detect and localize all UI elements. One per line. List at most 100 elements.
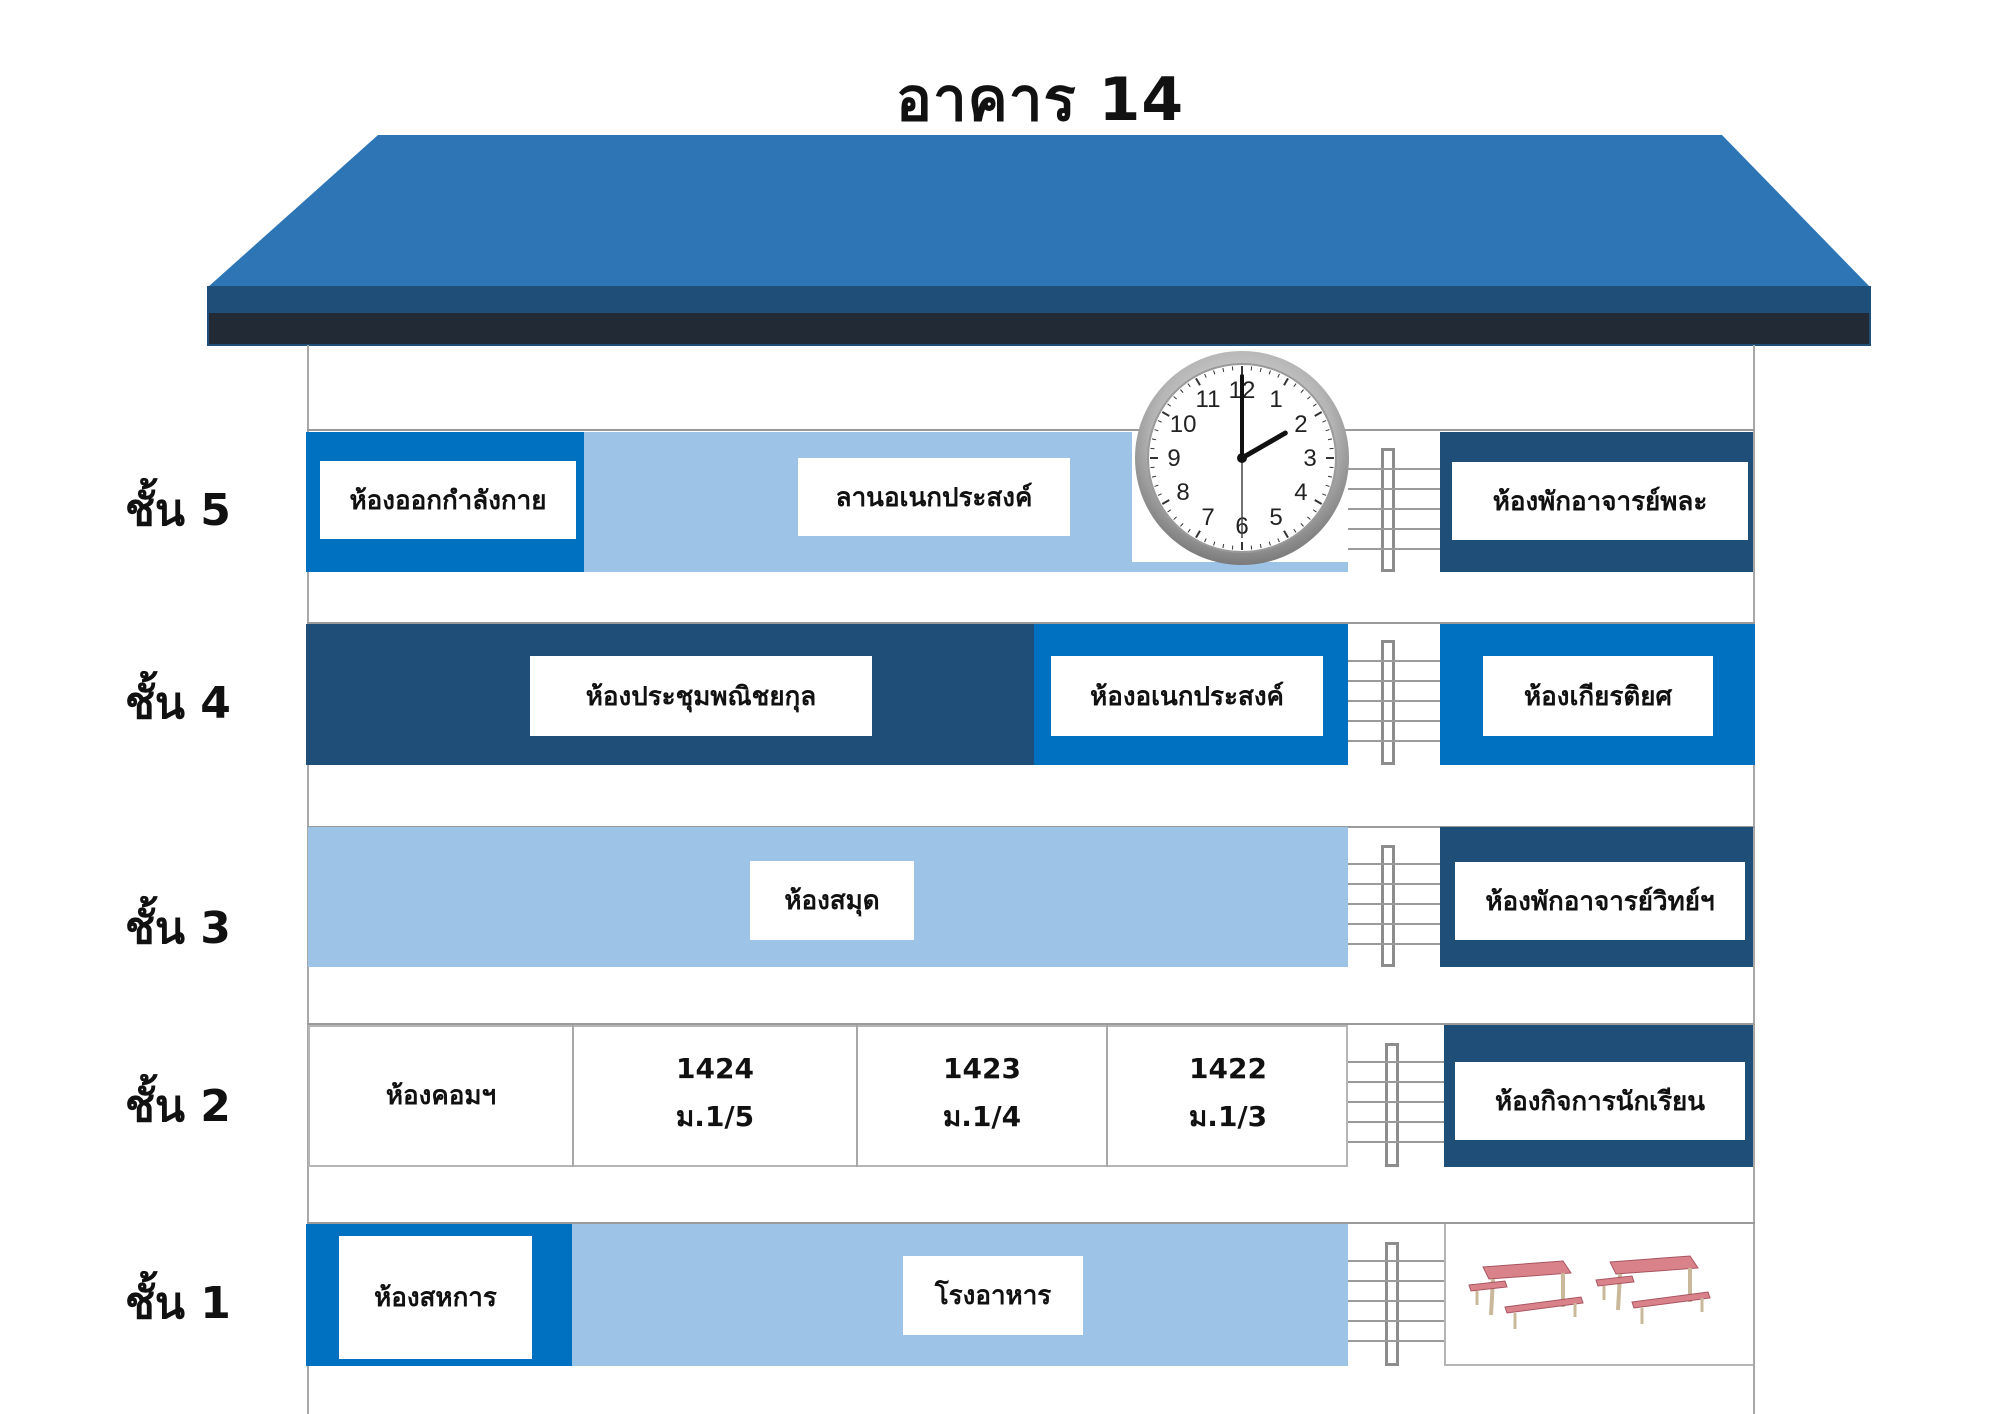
staircase <box>1348 624 1440 765</box>
clock-tick <box>1325 429 1330 432</box>
floor-label-3: ชั้น 3 <box>125 903 231 954</box>
clock-tick <box>1180 389 1184 393</box>
clock-tick <box>1277 538 1280 543</box>
clock-tick <box>1173 516 1177 520</box>
clock-number: 4 <box>1294 479 1307 506</box>
clock-tick <box>1204 373 1207 378</box>
floor-label-5: ชั้น 5 <box>125 485 231 536</box>
stair-rung <box>1348 740 1440 742</box>
floor-2-classroom-row <box>308 1025 1348 1167</box>
clock-tick <box>1180 523 1184 527</box>
clock-tick <box>1300 523 1304 527</box>
room-label-student-affairs: ห้องกิจการนักเรียน <box>1455 1062 1745 1140</box>
stair-rung <box>1348 548 1440 550</box>
clock-tick <box>1222 367 1225 373</box>
clock-tick <box>1268 370 1271 375</box>
clock-tick <box>1167 509 1172 513</box>
stair-rung <box>1348 720 1440 722</box>
room-number: 1423 <box>943 1052 1021 1085</box>
clock-tick <box>1151 438 1157 441</box>
stair-rung <box>1348 1320 1444 1322</box>
roof <box>207 135 1871 346</box>
stair-rung <box>1348 1101 1444 1103</box>
clock-tick <box>1151 475 1157 478</box>
clock-tick <box>1154 429 1159 432</box>
room-label-computer: ห้องคอมฯ <box>385 1081 497 1111</box>
clock-tick <box>1322 420 1327 423</box>
floor-label-2: ชั้น 2 <box>125 1081 231 1132</box>
staircase <box>1348 1025 1444 1167</box>
clock-tick <box>1195 530 1201 539</box>
stair-rung <box>1348 468 1440 470</box>
stair-post <box>1385 1043 1399 1167</box>
clock-tick <box>1314 411 1323 417</box>
stair-rung <box>1348 923 1440 925</box>
room-label-pe-teachers: ห้องพักอาจารย์พละ <box>1452 462 1748 540</box>
stair-rung <box>1348 883 1440 885</box>
clock-tick <box>1204 538 1207 543</box>
room-label-exercise: ห้องออกกำลังกาย <box>320 461 576 539</box>
stair-rung <box>1348 680 1440 682</box>
class-name: ม.1/4 <box>942 1100 1022 1133</box>
clock-tick <box>1161 411 1170 417</box>
clock-tick <box>1300 389 1304 393</box>
staircase <box>1348 432 1440 572</box>
room-number: 1422 <box>1189 1052 1267 1085</box>
clock-number: 10 <box>1170 411 1197 438</box>
class-name: ม.1/3 <box>1188 1100 1268 1133</box>
clock-tick <box>1293 528 1297 533</box>
clock-tick <box>1154 484 1159 487</box>
stair-rung <box>1348 1260 1444 1262</box>
clock-tick <box>1312 509 1317 513</box>
room-label-multipurpose-room: ห้องอเนกประสงค์ <box>1051 656 1323 736</box>
room-label-honor: ห้องเกียรติยศ <box>1483 656 1713 736</box>
picnic-table-icon <box>1595 1255 1711 1324</box>
clock-tick <box>1307 516 1311 520</box>
stair-rung <box>1348 700 1440 702</box>
clock-tick <box>1268 541 1271 546</box>
clock-tick <box>1259 367 1262 373</box>
clock-tick <box>1157 493 1162 496</box>
clock-tick <box>1187 528 1191 533</box>
stair-post <box>1381 448 1395 572</box>
building-title: อาคาร 14 <box>895 65 1185 135</box>
classroom-1423: 1423 ม.1/4 <box>858 1045 1106 1141</box>
clock-tick <box>1187 383 1191 388</box>
stair-rung <box>1348 1141 1444 1143</box>
stair-rung <box>1348 1300 1444 1302</box>
stair-rung <box>1348 863 1440 865</box>
stair-rung <box>1348 528 1440 530</box>
clock-number: 11 <box>1196 386 1221 413</box>
floor-slab-line <box>307 622 1755 624</box>
clock-number: 9 <box>1167 445 1180 472</box>
clock-number: 8 <box>1176 479 1189 506</box>
clock-tick <box>1167 403 1172 407</box>
class-name: ม.1/5 <box>675 1100 755 1133</box>
clock-number: 1 <box>1269 386 1282 413</box>
room-label-cooperative: ห้องสหการ <box>339 1236 532 1359</box>
floor-slab-line <box>307 1023 1755 1025</box>
room-divider <box>856 1025 858 1167</box>
floor-label-4: ชั้น 4 <box>125 678 231 729</box>
clock-tick <box>1213 541 1216 546</box>
room-label-multipurpose-court: ลานอเนกประสงค์ <box>798 458 1070 536</box>
stair-rung <box>1348 903 1440 905</box>
stair-rung <box>1348 1121 1444 1123</box>
stair-post <box>1381 845 1395 967</box>
floor-label-1: ชั้น 1 <box>125 1278 231 1329</box>
clock-tick <box>1195 377 1201 386</box>
room-divider <box>1106 1025 1108 1167</box>
clock-tick <box>1161 499 1170 505</box>
room-number: 1424 <box>676 1052 754 1085</box>
clock-tick <box>1283 530 1289 539</box>
classroom-1424: 1424 ม.1/5 <box>574 1045 856 1141</box>
stair-rung <box>1348 1280 1444 1282</box>
clock-number: 5 <box>1269 504 1282 531</box>
stair-rung <box>1348 1081 1444 1083</box>
room-divider <box>572 1025 574 1167</box>
clock-tick <box>1314 499 1323 505</box>
clock-tick <box>1322 493 1327 496</box>
clock-number: 3 <box>1303 445 1316 472</box>
clock-tick <box>1327 475 1333 478</box>
clock-tick <box>1222 543 1225 549</box>
